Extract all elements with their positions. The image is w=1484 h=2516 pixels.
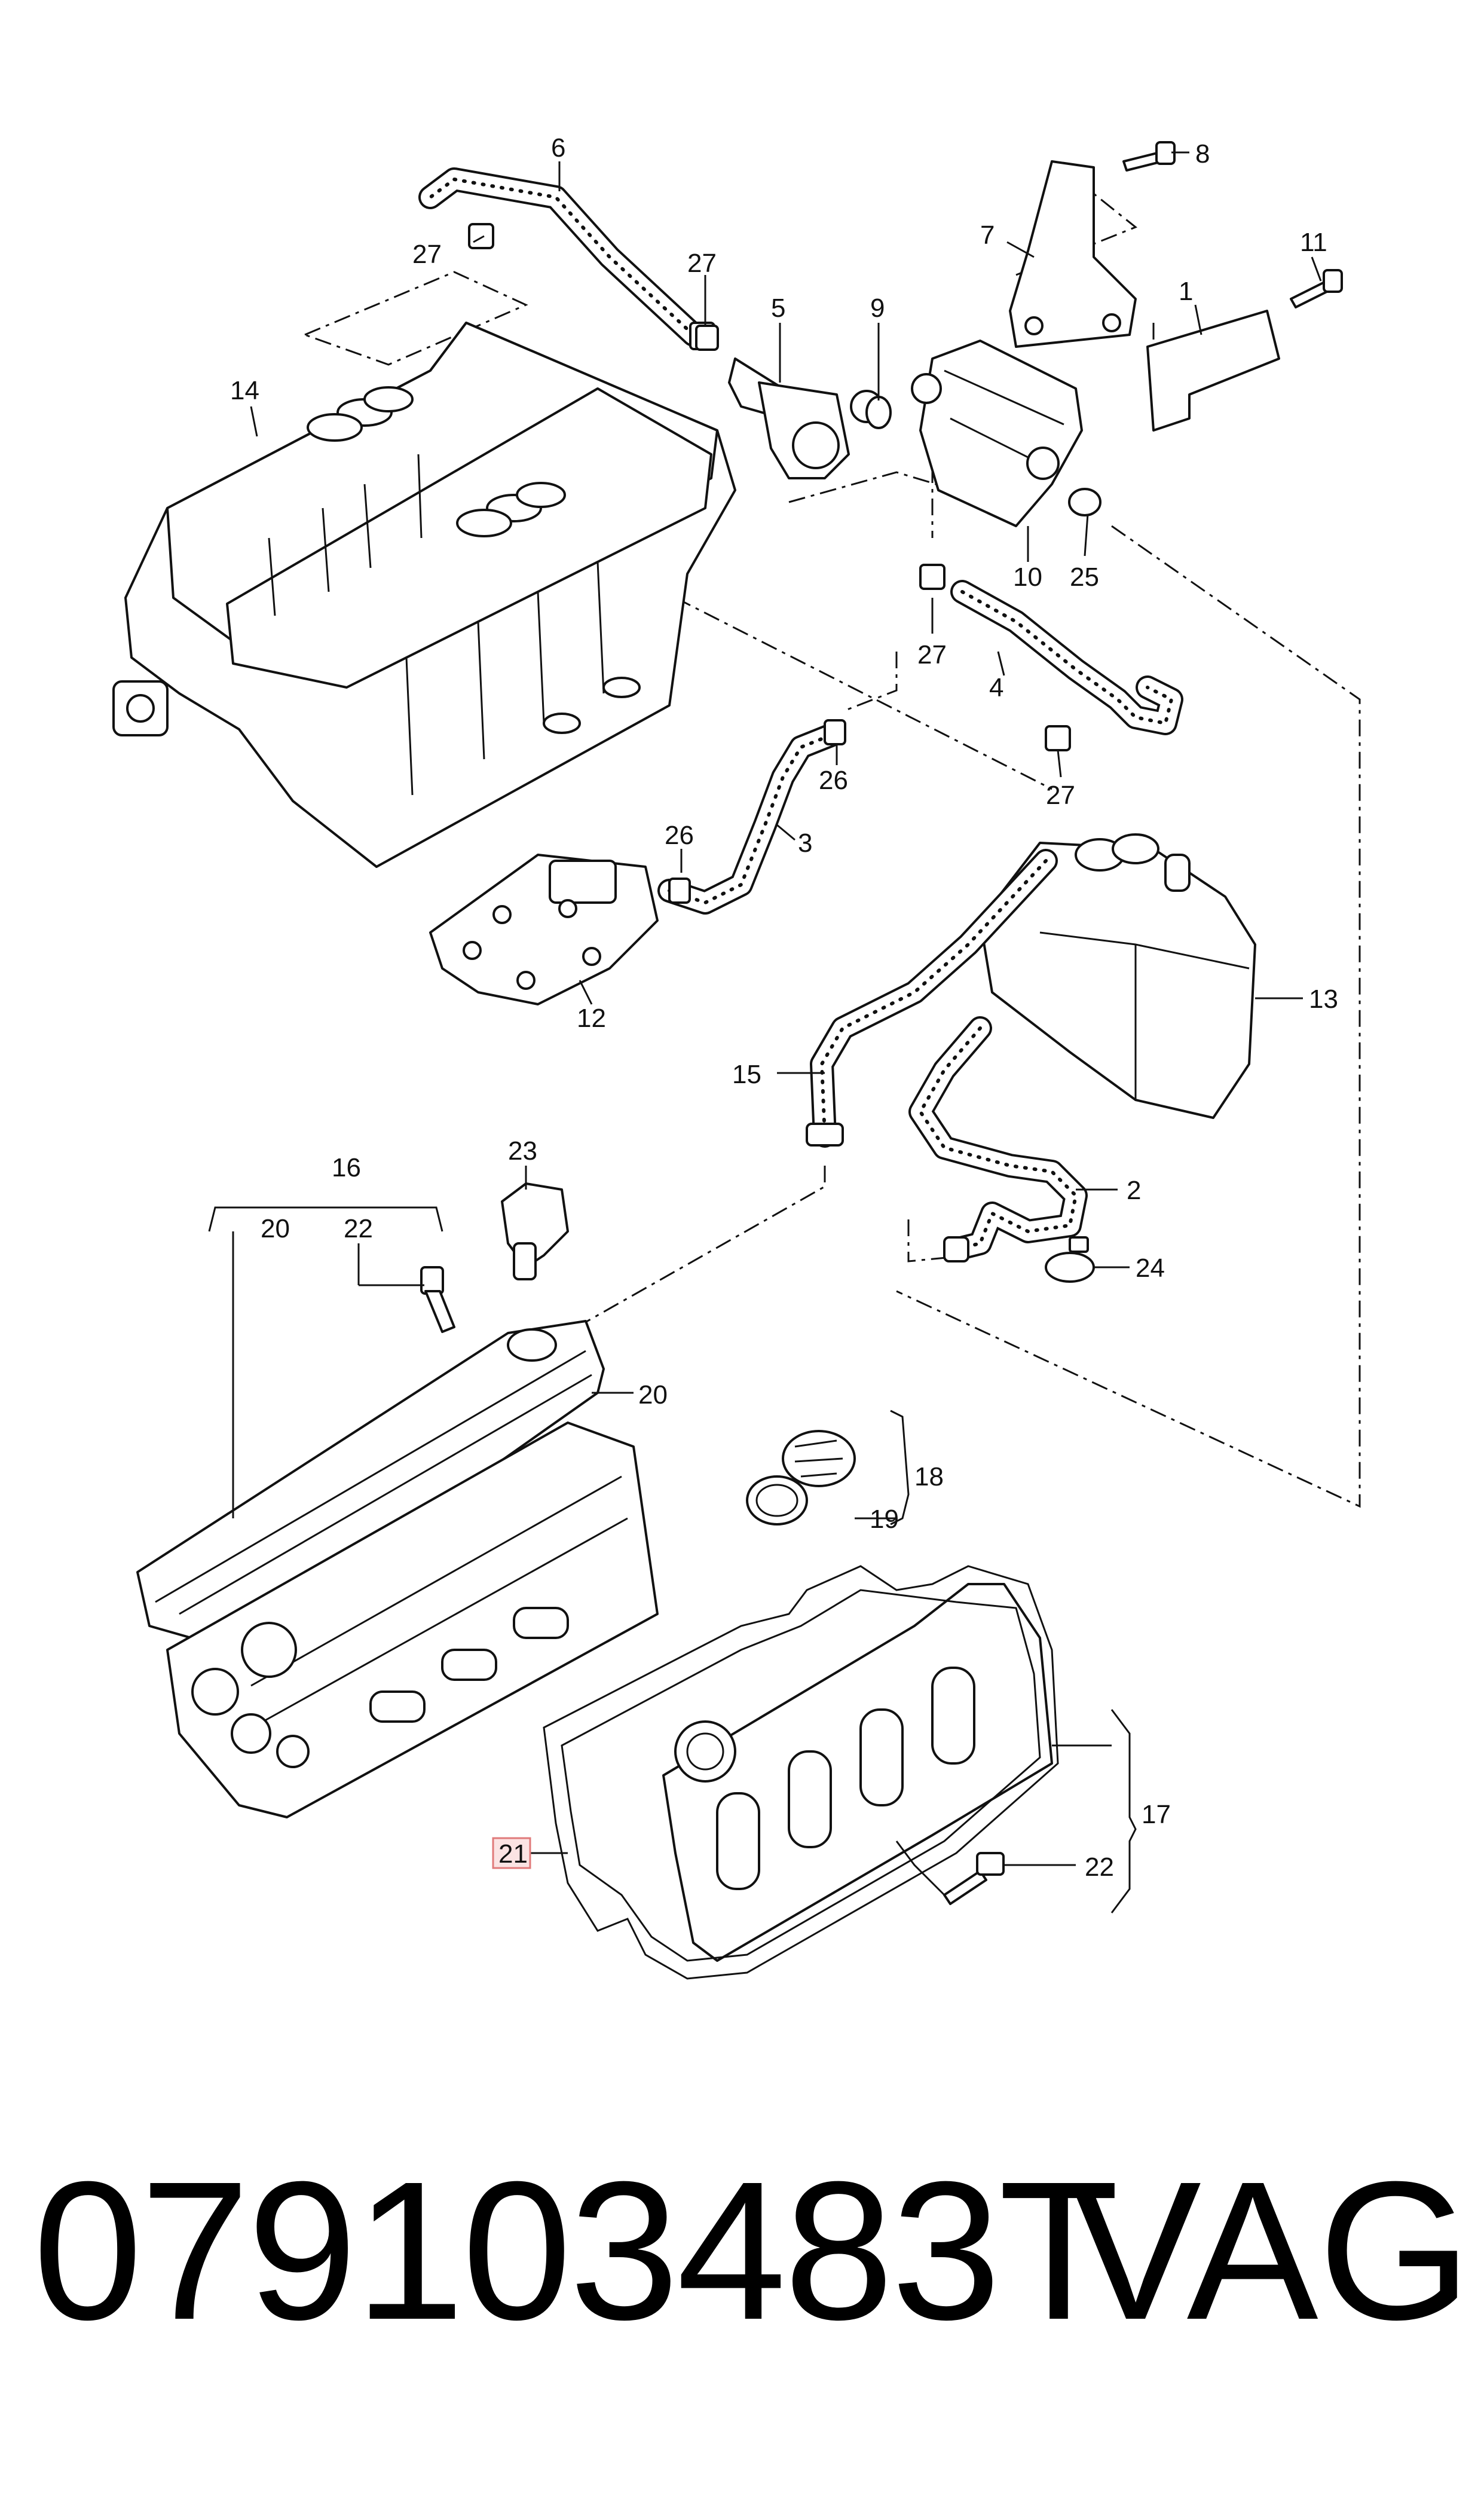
group-brackets (208, 1206, 1137, 1913)
callout-16: 16 (332, 1153, 361, 1182)
callout-20-b: 20 (638, 1380, 668, 1410)
clamp-24 (1045, 1236, 1095, 1283)
oil-cap-18-19 (746, 1430, 856, 1526)
callout-24: 24 (1136, 1254, 1165, 1283)
bolts-8-11 (1122, 141, 1343, 308)
valve-5 (728, 357, 883, 479)
callout-17: 17 (1142, 1800, 1171, 1829)
hose-clamps (668, 325, 1071, 904)
hose-3 (657, 723, 843, 915)
callout-11: 11 (1300, 228, 1327, 257)
hose-2 (908, 1016, 1088, 1262)
part-number: 079103483T (33, 2140, 1119, 2361)
highlight-box-21 (492, 1837, 531, 1869)
callout-19: 19 (870, 1505, 899, 1534)
intake-manifold (112, 322, 736, 868)
callout-18: 18 (914, 1462, 944, 1491)
callout-9: 9 (870, 294, 885, 323)
gasket-21 (543, 1565, 1059, 1980)
sensor-23 (501, 1182, 569, 1280)
callout-26-b: 26 (665, 821, 694, 850)
flange-12 (429, 854, 659, 1005)
callout-25: 25 (1070, 562, 1099, 592)
callout-22-a: 22 (344, 1214, 373, 1243)
callout-14: 14 (230, 376, 259, 405)
callout-3: 3 (798, 829, 812, 858)
callout-12: 12 (577, 1004, 606, 1033)
oil-separator-10 (911, 340, 1083, 527)
callout-27-b: 27 (687, 249, 717, 278)
reference-lines (304, 178, 1361, 1508)
bolt-22-lower (943, 1852, 1005, 1905)
tank-13 (979, 833, 1256, 1119)
valve-cover-20 (136, 1320, 605, 1651)
leader-lines (232, 151, 1322, 1896)
callout-27-d: 27 (1046, 781, 1075, 810)
callout-23: 23 (508, 1136, 537, 1166)
cylinder-head (166, 1421, 659, 1818)
callout-26-a: 26 (819, 766, 848, 795)
brand-name: VAG (1070, 2140, 1472, 2361)
callout-1: 1 (1179, 277, 1193, 306)
callout-27-a: 27 (412, 240, 442, 269)
callout-10: 10 (1013, 562, 1042, 592)
callout-22-b: 22 (1085, 1852, 1114, 1882)
callout-6: 6 (551, 133, 565, 163)
callout-8: 8 (1195, 139, 1210, 169)
bolt-22-upper (420, 1266, 455, 1333)
callout-27-c: 27 (917, 640, 947, 669)
callout-15: 15 (732, 1060, 761, 1089)
valve-cover-17 (662, 1583, 1053, 1962)
callout-5: 5 (771, 294, 785, 323)
hose-6 (418, 167, 715, 350)
callout-21: 21 (498, 1839, 528, 1869)
hose-15 (806, 849, 1058, 1148)
callout-7: 7 (980, 221, 995, 250)
callout-4: 4 (989, 673, 1003, 702)
callout-2: 2 (1127, 1176, 1141, 1205)
hose-4 (950, 580, 1183, 735)
callout-numbers: 6 8 7 11 27 27 1 5 9 14 10 25 27 4 26 27… (230, 133, 1338, 1882)
callout-20-a: 20 (261, 1214, 290, 1243)
callout-13: 13 (1309, 985, 1338, 1014)
bracket-7 (1009, 160, 1137, 348)
bracket-1 (1146, 310, 1280, 432)
